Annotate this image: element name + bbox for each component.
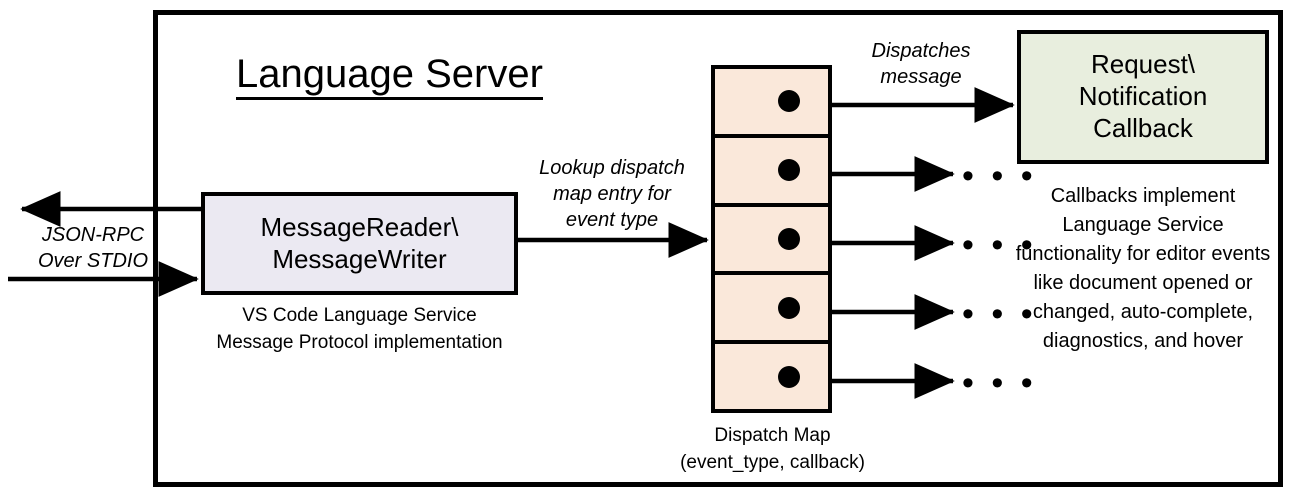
dispatch-map-row[interactable] [715,207,828,276]
reader-line-1: MessageReader\ [260,212,459,243]
callback-line-1: Request\ [1090,49,1196,80]
callback-dot-icon [778,90,800,113]
dispatch-caption-line-1: Dispatch Map [714,425,831,446]
callback-line-2: Notification [1078,81,1208,112]
callback-line-3: Callback [1093,112,1193,143]
language-server-container [153,10,1283,487]
jsonrpc-line-1: JSON-RPC [41,224,145,246]
jsonrpc-line-2: Over STDIO [37,250,148,272]
ellipsis-row-3: • • • [962,226,1037,264]
request-notification-callback-box[interactable]: Request\ Notification Callback [1017,30,1269,164]
lookup-line-1: Lookup dispatch [539,157,685,179]
reader-caption-line-2: Message Protocol implementation [216,331,503,353]
dispatch-caption-line-2: (event_type, callback) [680,451,865,473]
lookup-line-2: map entry for [553,183,671,205]
page-title: Language Server [236,52,543,100]
edge-label-dispatches: Dispatches message [833,38,1009,90]
callback-dot-icon [778,296,800,319]
callback-dot-icon [778,227,800,250]
dispatch-map-row[interactable] [715,275,828,345]
dispatch-map-table[interactable] [711,65,832,413]
dispatch-map-row[interactable] [715,69,828,138]
callback-dot-icon [778,365,800,388]
ellipsis-row-2: • • • [962,157,1037,195]
message-reader-writer-box[interactable]: MessageReader\ MessageWriter [201,192,518,295]
dispatch-map-row[interactable] [715,344,828,409]
reader-caption-line-1: VS Code Language Service [242,305,477,326]
edge-label-jsonrpc: JSON-RPC Over STDIO [18,222,168,274]
edge-label-lookup: Lookup dispatch map entry for event type [512,155,712,233]
reader-line-2: MessageWriter [272,243,447,274]
dispatch-map-row[interactable] [715,138,828,207]
message-reader-caption: VS Code Language Service Message Protoco… [201,303,518,357]
dispatches-line-2: message [880,66,962,88]
ellipsis-row-5: • • • [962,364,1037,402]
callback-caption: Callbacks implement Language Service fun… [1015,185,1271,352]
callback-dot-icon [778,159,800,182]
dispatch-map-caption: Dispatch Map (event_type, callback) [640,423,905,477]
lookup-line-3: event type [565,209,659,231]
ellipsis-row-4: • • • [962,295,1037,333]
dispatches-line-1: Dispatches [871,40,971,62]
